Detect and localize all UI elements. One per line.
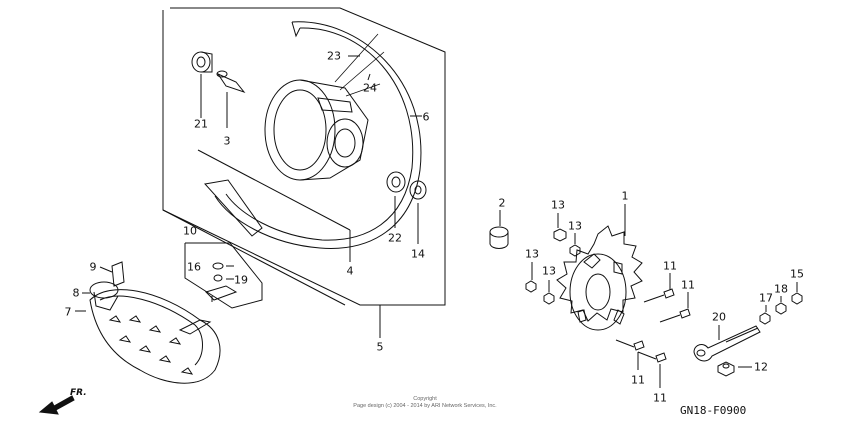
callout-6: 6: [422, 110, 430, 124]
valve-stem-drawing: [205, 262, 238, 302]
callout-10: 10: [183, 224, 197, 238]
hub-drawing: [264, 79, 369, 181]
callout-23: 23: [327, 49, 341, 63]
front-arrow-icon: [38, 395, 75, 415]
callout-14: 14: [411, 247, 425, 261]
callout-3: 3: [223, 134, 231, 148]
callout-17: 17: [759, 291, 773, 305]
collar-drawing: [489, 226, 509, 249]
callout-11-c: 11: [631, 373, 645, 387]
callout-19: 19: [234, 273, 248, 287]
callout-5: 5: [376, 340, 384, 354]
chain-adjuster-drawing: [693, 325, 761, 362]
bearing-left-drawing: [191, 51, 213, 73]
nut-12-drawing: [717, 361, 735, 377]
callout-4: 4: [346, 264, 354, 278]
callout-2: 2: [498, 196, 506, 210]
callout-11-d: 11: [653, 391, 667, 405]
copyright-line-2: Page design (c) 2004 - 2014 by ARI Netwo…: [353, 402, 497, 409]
bolts-11-drawing: [615, 288, 691, 363]
callout-21: 21: [194, 117, 208, 131]
callout-13-b: 13: [568, 219, 582, 233]
front-indicator-label: FR.: [70, 388, 87, 398]
callout-7: 7: [64, 305, 72, 319]
rim-drawing: [204, 21, 422, 249]
diagram-code: GN18-F0900: [680, 404, 747, 417]
copyright-line-1: Copyright: [413, 396, 437, 402]
callout-13-d: 13: [542, 264, 556, 278]
callout-22: 22: [388, 231, 402, 245]
valve-group-outline: [184, 242, 263, 309]
callout-20: 20: [712, 310, 726, 324]
callout-15: 15: [790, 267, 804, 281]
callout-11-b: 11: [681, 278, 695, 292]
callout-13-a: 13: [551, 198, 565, 212]
callout-13-c: 13: [525, 247, 539, 261]
callout-12: 12: [754, 360, 768, 374]
callout-24: 24: [363, 81, 377, 95]
copyright-notice: Copyright Page design (c) 2004 - 2014 by…: [353, 396, 496, 409]
bearing-right-drawing: [386, 171, 427, 200]
nuts-13-drawing: [525, 228, 581, 305]
callout-18: 18: [774, 282, 788, 296]
callout-11-a: 11: [663, 259, 677, 273]
sprocket-drawing: [556, 225, 643, 331]
spokes-drawing: [334, 33, 385, 97]
callout-8: 8: [72, 286, 80, 300]
callout-9: 9: [89, 260, 97, 274]
spacer-drawing: [216, 70, 246, 94]
nuts-right-drawing: [759, 292, 803, 325]
callout-16: 16: [187, 260, 201, 274]
callout-1: 1: [621, 189, 629, 203]
tire-drawing: [89, 261, 221, 384]
